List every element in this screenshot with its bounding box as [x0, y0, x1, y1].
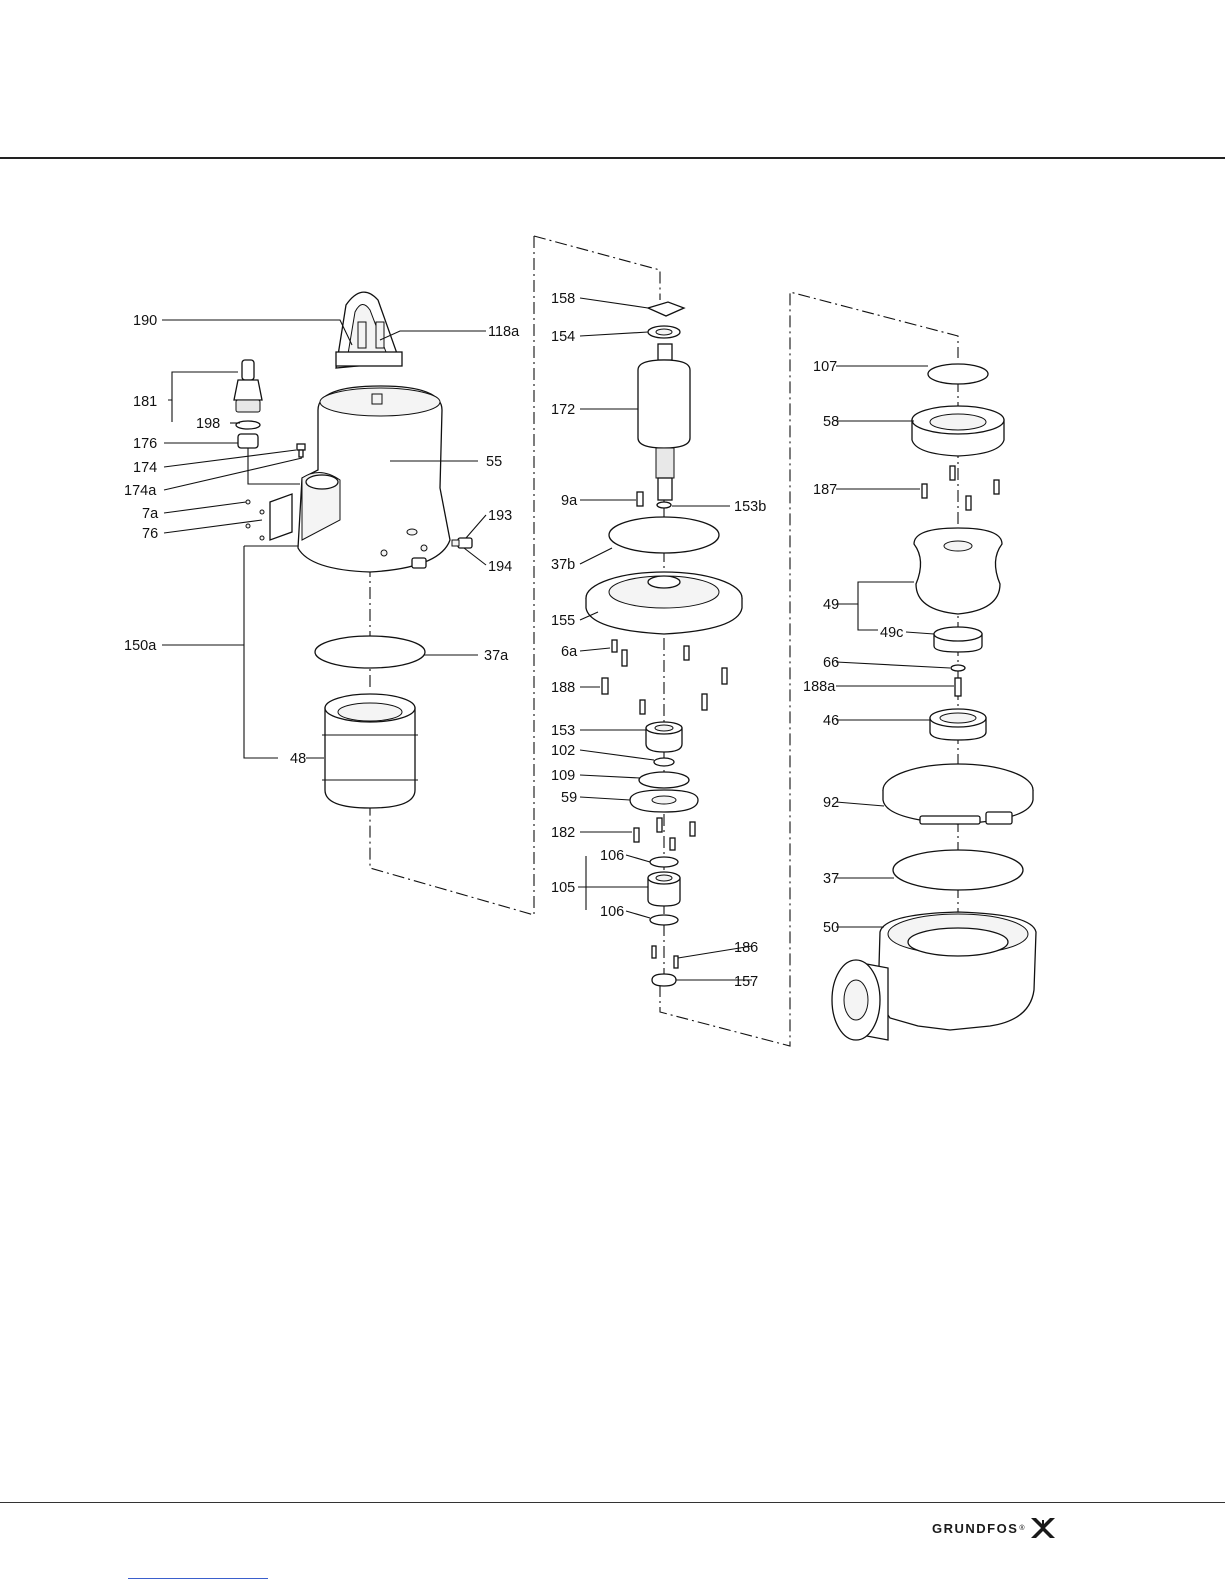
callout-150a: 150a: [124, 638, 157, 654]
washer-part-66: [951, 665, 965, 671]
terminal-plate-part-76: [246, 494, 292, 540]
o-ring-part-107: [928, 364, 988, 384]
callout-50: 50: [823, 920, 839, 936]
callout-49c: 49c: [880, 625, 903, 641]
callout-188: 188: [551, 680, 575, 696]
callout-157: 157: [734, 974, 758, 990]
rotor-part-172: [638, 344, 690, 500]
callout-187: 187: [813, 482, 837, 498]
screw-part-174: [297, 444, 305, 457]
o-ring-part-37: [893, 850, 1023, 890]
callout-7a: 7a: [142, 506, 159, 522]
callout-172: 172: [551, 402, 575, 418]
callout-190: 190: [133, 313, 157, 329]
callout-153b: 153b: [734, 499, 766, 515]
callout-105: 105: [551, 880, 575, 896]
callout-174: 174: [133, 460, 157, 476]
screw-part-188a: [955, 678, 961, 696]
callout-186: 186: [734, 940, 758, 956]
callout-102: 102: [551, 743, 575, 759]
callout-37a: 37a: [484, 648, 509, 664]
cable-entry-part-181: [234, 360, 262, 448]
callout-6a: 6a: [561, 644, 578, 660]
logo-wordmark: GRUNDFOS: [932, 1521, 1018, 1536]
grundfos-logo: GRUNDFOS ®: [932, 1514, 1057, 1542]
washer-part-157: [652, 974, 676, 986]
callout-155: 155: [551, 613, 575, 629]
callout-182: 182: [551, 825, 575, 841]
o-ring-part-106-top: [650, 857, 678, 867]
bearing-part-153: [646, 722, 682, 752]
callout-66: 66: [823, 655, 839, 671]
callout-49: 49: [823, 597, 839, 613]
callout-9a: 9a: [561, 493, 578, 509]
callout-188a: 188a: [803, 679, 836, 695]
stator-part-48: [322, 694, 418, 808]
ring-part-153b: [657, 502, 671, 508]
o-ring-part-106-bottom: [650, 915, 678, 925]
screws-part-187: [922, 466, 999, 510]
handle-part-190: [336, 292, 402, 368]
wear-ring-part-46: [930, 709, 986, 740]
plug-part-194-bottom: [412, 558, 426, 568]
o-ring-part-37a: [315, 636, 425, 668]
callout-118a: 118a: [488, 324, 520, 340]
callout-92: 92: [823, 795, 839, 811]
grundfos-x-logo-icon: [1029, 1516, 1057, 1540]
logo-registered-mark: ®: [1019, 1525, 1024, 1532]
bearing-part-154: [648, 326, 680, 338]
callout-76: 76: [142, 526, 158, 542]
impeller-part-49: [914, 528, 1002, 614]
callout-59: 59: [561, 790, 577, 806]
callout-109: 109: [551, 768, 575, 784]
clamp-part-92: [883, 764, 1033, 824]
callout-193: 193: [488, 508, 512, 524]
flange-part-58: [912, 406, 1004, 456]
screws-part-186: [652, 946, 678, 968]
o-ring-part-37b: [609, 517, 719, 553]
pump-housing-part-50: [832, 912, 1036, 1040]
callout-153: 153: [551, 723, 575, 739]
footer-link-underline[interactable]: [128, 1578, 268, 1579]
callout-194: 194: [488, 559, 512, 575]
o-ring-part-109: [639, 772, 689, 788]
callout-48: 48: [290, 751, 306, 767]
callout-46: 46: [823, 713, 839, 729]
callout-176: 176: [133, 436, 157, 452]
circlip-part-102: [654, 758, 674, 766]
callout-174a: 174a: [124, 483, 157, 499]
callout-158: 158: [551, 291, 575, 307]
key-part-9a: [637, 492, 643, 506]
callout-55: 55: [486, 454, 502, 470]
callout-106-top: 106: [600, 848, 624, 864]
seal-flange-part-59: [630, 790, 698, 812]
callout-58: 58: [823, 414, 839, 430]
bearing-flange-part-155: [586, 572, 742, 634]
callout-154: 154: [551, 329, 575, 345]
callout-37: 37: [823, 871, 839, 887]
callout-107: 107: [813, 359, 837, 375]
shaft-seal-part-105: [648, 872, 680, 906]
callout-181: 181: [133, 394, 157, 410]
footer-rule: [0, 1502, 1225, 1503]
callout-37b: 37b: [551, 557, 575, 573]
wear-ring-part-49c: [934, 627, 982, 652]
plug-part-193: [452, 538, 472, 548]
retainer-part-158: [648, 302, 684, 316]
motor-housing-part-55: [298, 386, 450, 572]
callout-106-bottom: 106: [600, 904, 624, 920]
callout-198: 198: [196, 416, 220, 432]
